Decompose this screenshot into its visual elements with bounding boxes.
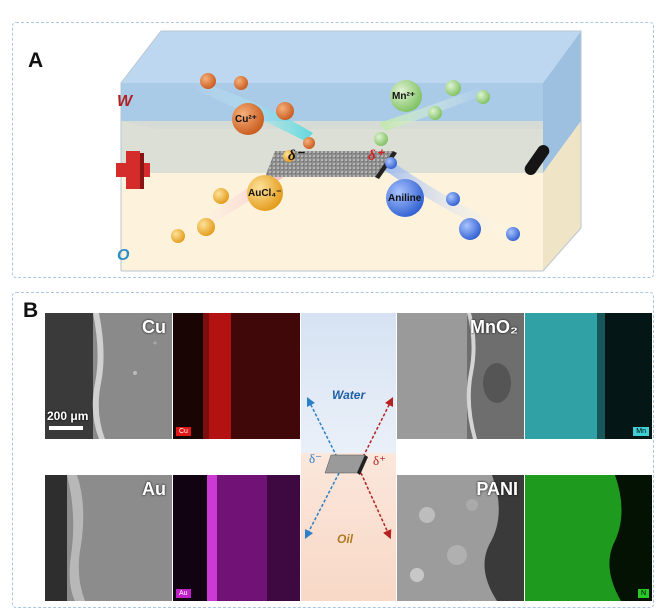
au-ion-cluster (171, 150, 295, 243)
aniline-ion-label: Aniline (388, 193, 422, 204)
interface-diagram: Water Oil δ⁻ δ⁺ (301, 313, 396, 601)
positive-feeder-electrode (116, 151, 150, 189)
sem-image-pani: PANI (397, 475, 524, 601)
panel-a: A (12, 22, 654, 278)
eds-map-mn: Mn (525, 313, 652, 439)
box-right-oil (543, 121, 581, 271)
panel-b-letter: B (23, 299, 39, 322)
water-phase-label: W (117, 93, 133, 110)
au-ion-label: AuCl₄⁻ (248, 188, 281, 199)
scale-bar-label: 200 μm (47, 409, 89, 423)
bipolar-electrode (265, 151, 393, 177)
cu-map-tag: Cu (176, 427, 191, 436)
panel-a-letter: A (28, 49, 44, 72)
electrode-pole-negative: δ⁻ (288, 148, 306, 164)
sem-image-cu: Cu 200 μm (45, 313, 172, 439)
negative-feeder-electrode (524, 144, 550, 176)
mno2-label: MnO₂ (470, 317, 518, 337)
eds-map-n: N (525, 475, 652, 601)
interface-band (121, 121, 543, 173)
center-pole-positive: δ⁺ (373, 453, 386, 468)
mn-ion-cluster (374, 80, 490, 146)
mn-map-tag: Mn (633, 427, 649, 436)
aniline-ion-cluster (385, 157, 520, 241)
box-top-face (121, 31, 581, 83)
cu-ion-cluster (200, 73, 315, 149)
oil-label: Oil (337, 532, 354, 546)
sem-image-mno2: MnO₂ (397, 313, 524, 439)
n-map-tag: N (637, 589, 649, 598)
center-pole-negative: δ⁻ (309, 451, 322, 466)
au-label: Au (142, 479, 166, 499)
cell-schematic: Cu²⁺ Mn²⁺ AuCl₄⁻ Aniline δ⁻ δ⁺ (116, 30, 582, 272)
scale-bar (49, 426, 83, 430)
electrode-pole-positive: δ⁺ (368, 148, 386, 164)
mn-ion-label: Mn²⁺ (392, 91, 415, 102)
oil-phase-label: O (117, 247, 130, 264)
eds-map-au: Au (173, 475, 300, 601)
box-edge (120, 30, 582, 272)
cu-label: Cu (142, 317, 166, 337)
sem-image-au: Au (45, 475, 172, 601)
cu-ion-label: Cu²⁺ (235, 114, 257, 125)
pani-label: PANI (476, 479, 518, 499)
eds-map-cu: Cu (173, 313, 300, 439)
panel-b: B Cu 200 μm Cu (12, 292, 654, 608)
au-map-tag: Au (176, 589, 191, 598)
box-right-water (543, 31, 581, 173)
oil-region (301, 453, 396, 601)
water-region (301, 313, 396, 453)
water-label: Water (332, 388, 366, 402)
